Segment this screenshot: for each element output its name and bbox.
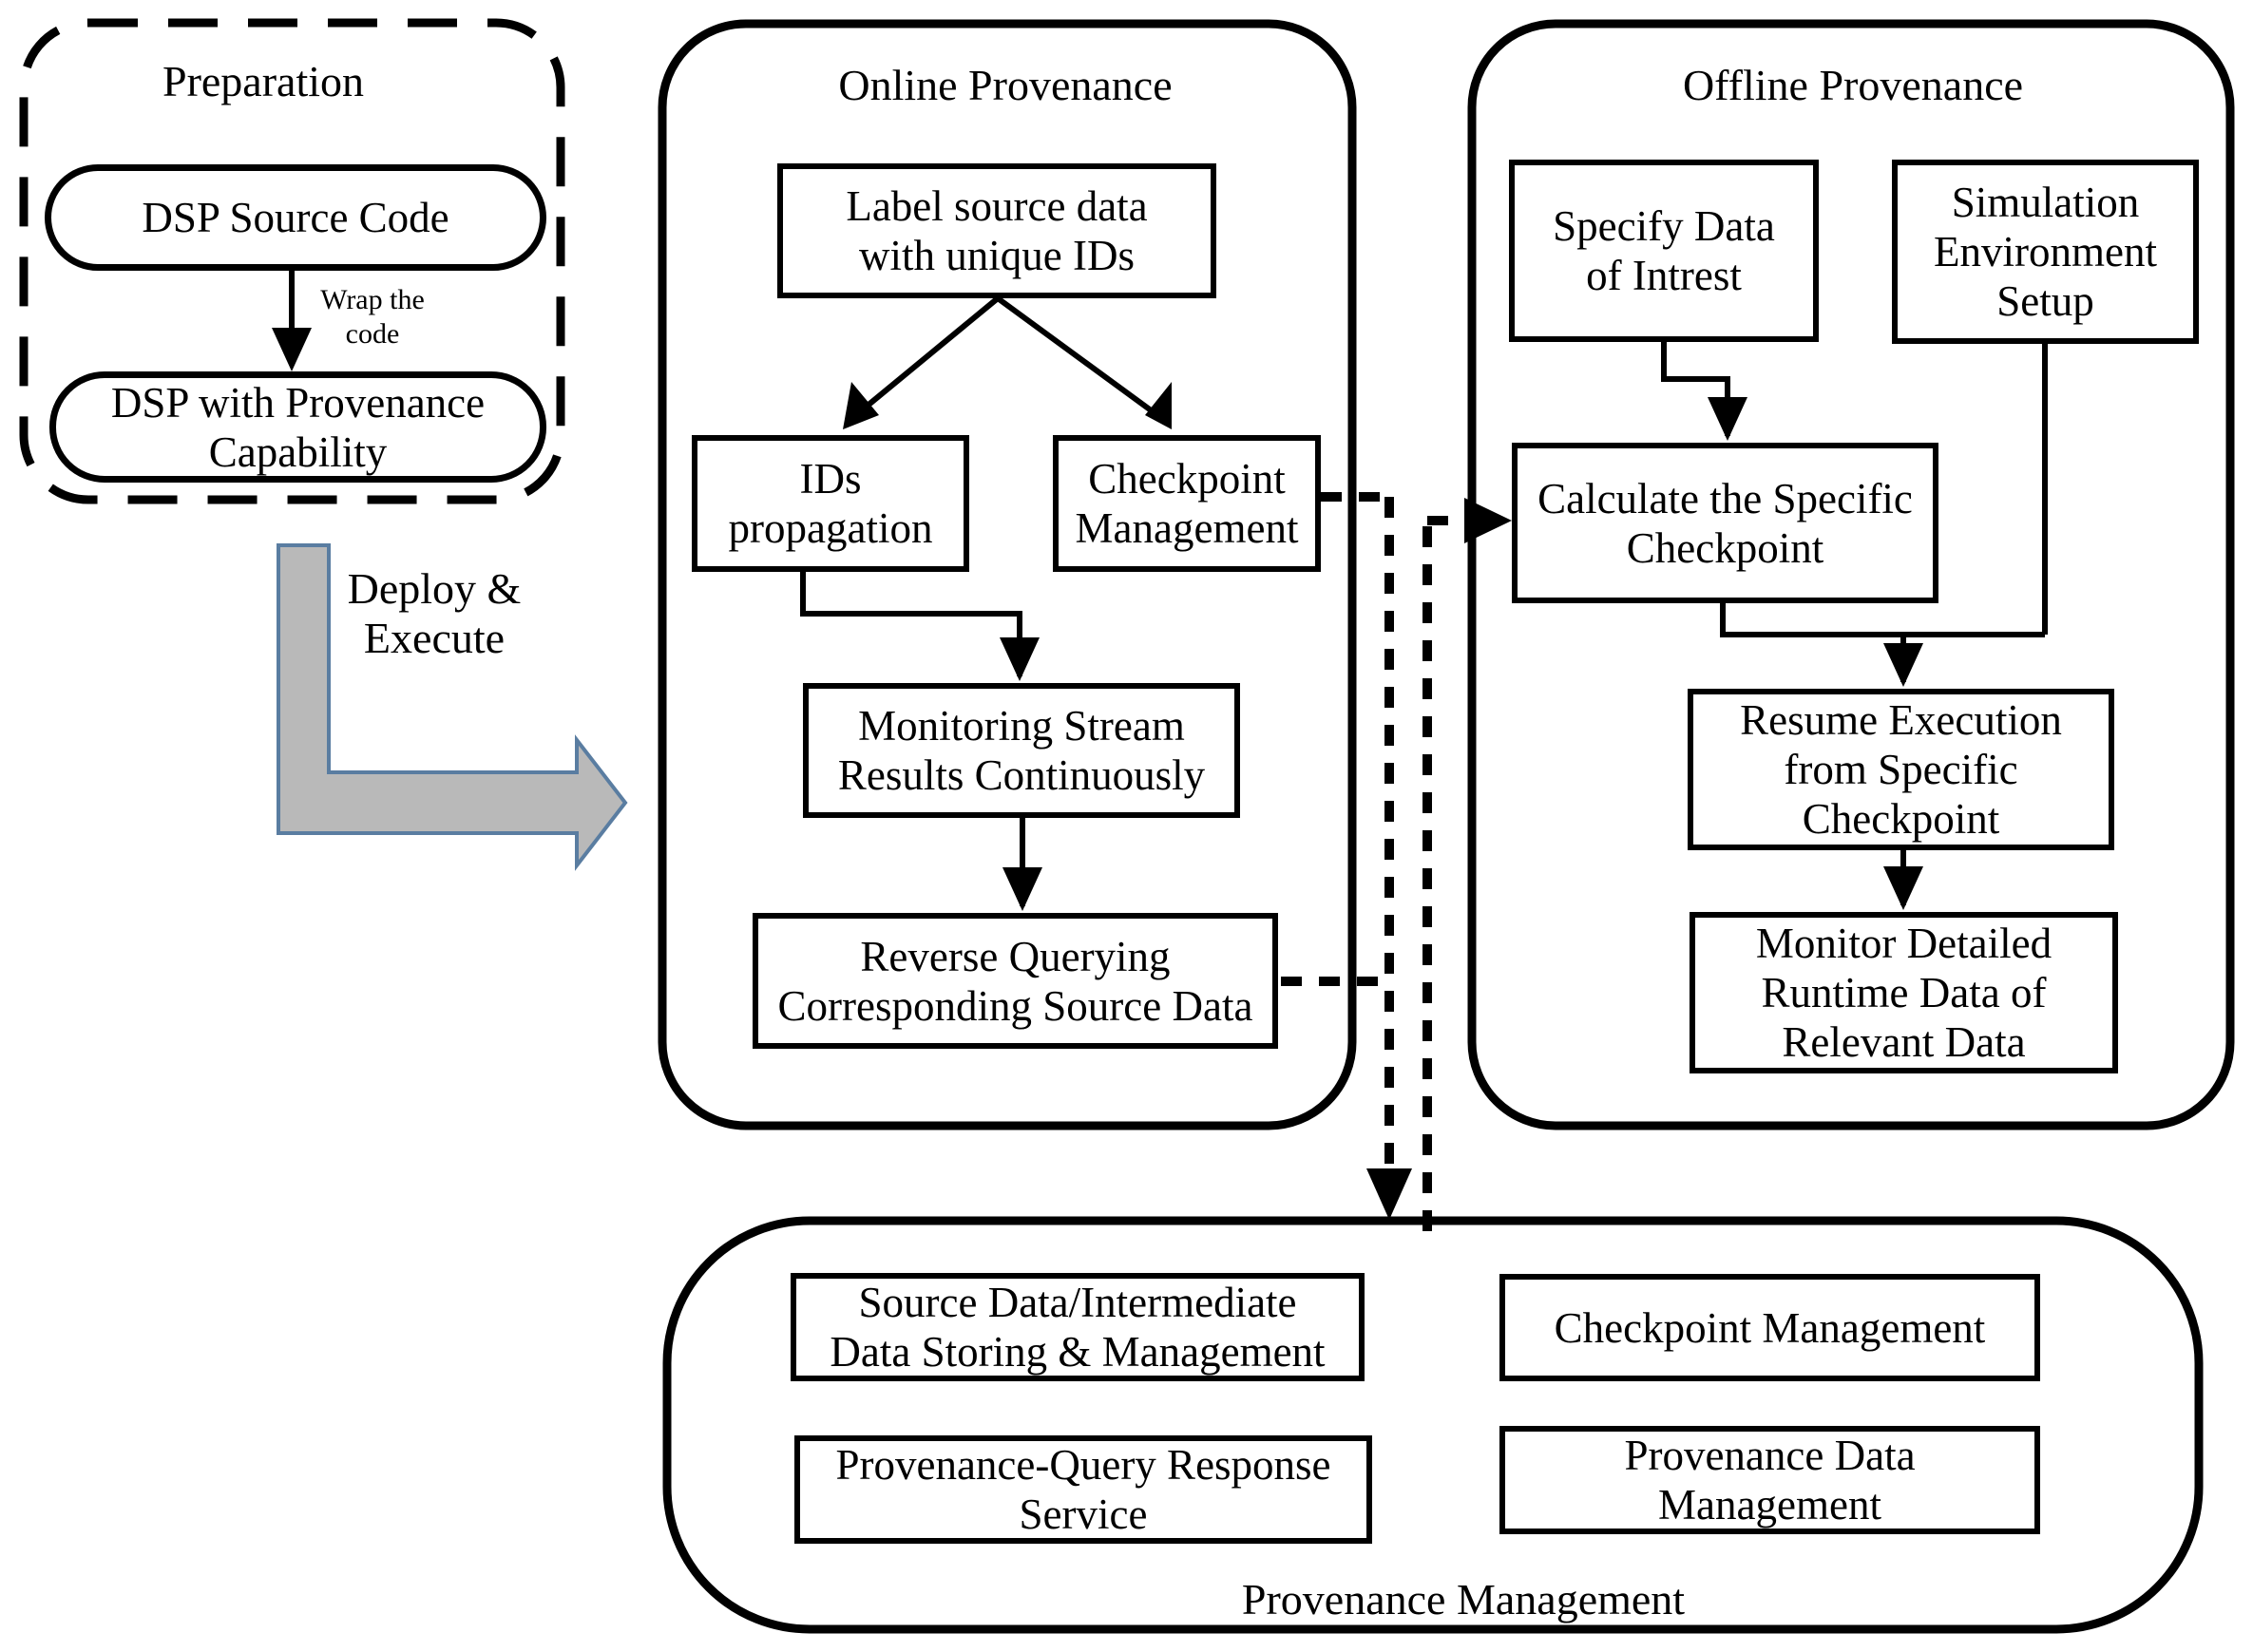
arrowhead-to-monitor-icon [1883, 866, 1923, 910]
solid-arrowheads [272, 328, 1923, 911]
arrow-label-to-checkpoint [996, 295, 1170, 426]
node-checkpoint-management-online: Checkpoint Management [1053, 435, 1321, 572]
arrowhead-to-resume-icon [1883, 643, 1923, 687]
node-provenance-query: Provenance-Query Response Service [794, 1435, 1372, 1544]
dashed-arrowheads [1366, 498, 1512, 1220]
dashed-connectors [1281, 492, 1463, 1231]
wrap-the-code-label: Wrap the code [320, 284, 425, 350]
node-dsp-source-code: DSP Source Code [45, 164, 546, 271]
arrowhead-wrap-down-icon [272, 328, 312, 371]
line-calculate-join [1720, 603, 2045, 637]
preparation-group-outline [19, 18, 565, 504]
arrowhead-to-monitoring-icon [1000, 637, 1040, 681]
provenance-management-group-outline [662, 1216, 2204, 1634]
node-specify-data: Specify Data of Intrest [1509, 160, 1819, 342]
arrowhead-into-management-icon [1366, 1168, 1412, 1220]
arrow-ids-to-monitoring [800, 572, 1022, 676]
deploy-execute-block-arrow-icon [277, 543, 628, 871]
node-reverse-querying: Reverse Querying Corresponding Source Da… [753, 913, 1278, 1049]
node-calculate-checkpoint: Calculate the Specific Checkpoint [1512, 443, 1938, 603]
arrowhead-to-reverse-icon [1002, 867, 1042, 911]
node-checkpoint-management-pm: Checkpoint Management [1499, 1274, 2040, 1381]
node-monitoring-stream: Monitoring Stream Results Continuously [803, 683, 1240, 818]
arrowhead-to-calculate-top-icon [1708, 397, 1747, 441]
online-provenance-title: Online Provenance [838, 61, 1173, 109]
arrow-label-to-ids [845, 295, 1000, 426]
offline-provenance-group-outline [1467, 19, 2235, 1130]
node-simulation-setup: Simulation Environment Setup [1892, 160, 2199, 344]
arrowhead-to-ids-icon [843, 382, 879, 429]
node-label-source-data: Label source data with unique IDs [777, 163, 1216, 298]
node-dsp-with-provenance: DSP with Provenance Capability [49, 371, 546, 483]
deploy-execute-label: Deploy & Execute [347, 564, 522, 662]
arrowhead-into-calculate-icon [1464, 498, 1512, 543]
arrow-specify-to-calculate [1661, 342, 1730, 436]
node-monitor-runtime: Monitor Detailed Runtime Data of Relevan… [1690, 912, 2118, 1073]
arrowhead-to-checkpoint-icon [1145, 382, 1172, 429]
node-resume-execution: Resume Execution from Specific Checkpoin… [1688, 689, 2114, 850]
node-ids-propagation: IDs propagation [692, 435, 969, 572]
preparation-title: Preparation [162, 57, 365, 105]
node-provenance-data: Provenance Data Management [1499, 1426, 2040, 1534]
online-provenance-group-outline [658, 19, 1357, 1130]
offline-provenance-title: Offline Provenance [1682, 61, 2024, 109]
provenance-management-title: Provenance Management [1241, 1575, 1686, 1624]
node-source-data-storing: Source Data/Intermediate Data Storing & … [791, 1273, 1365, 1381]
